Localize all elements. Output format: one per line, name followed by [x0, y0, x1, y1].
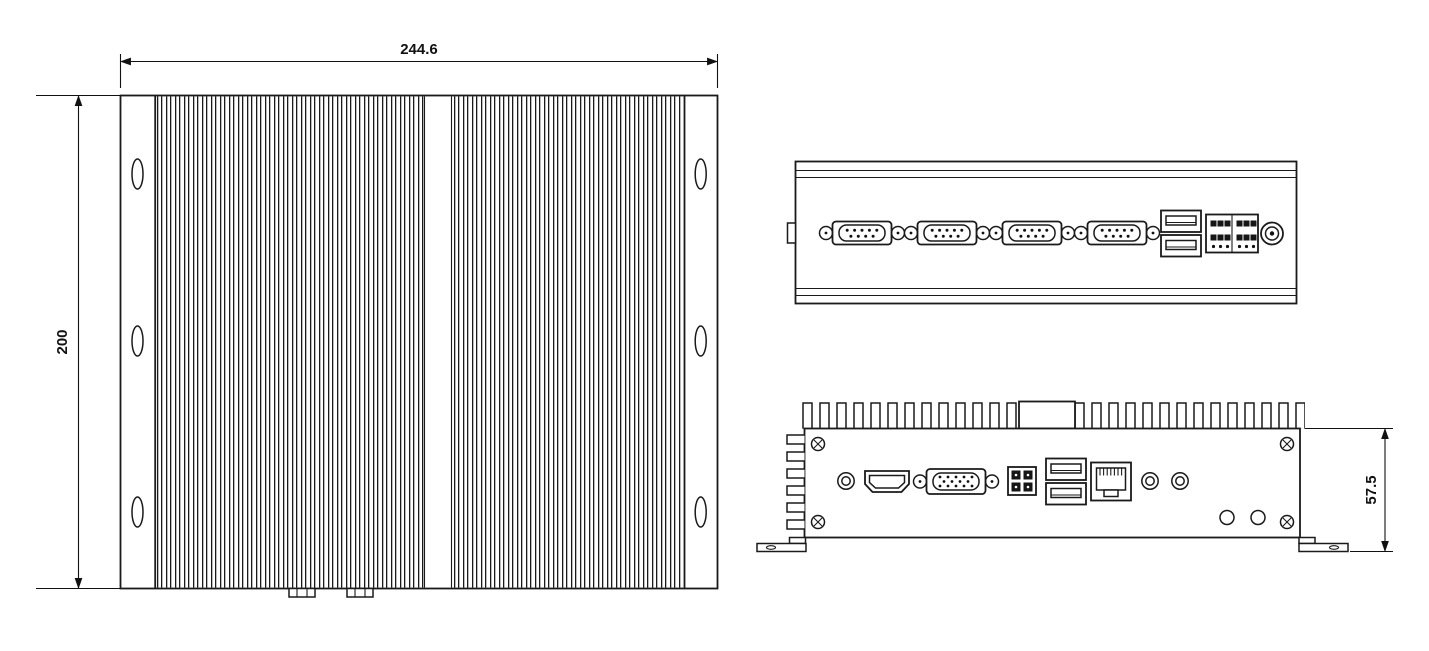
terminal-block [1205, 213, 1259, 254]
mounting-slot [694, 325, 707, 357]
mounting-slot [131, 325, 144, 357]
heatsink-fins-right-bank [452, 96, 683, 588]
dim-depth: 57.5 [1305, 427, 1393, 553]
side-tab [786, 222, 797, 244]
mounting-foot-left [756, 536, 807, 553]
hdmi-port [864, 470, 910, 493]
comb-center-tab [1018, 400, 1076, 430]
dim-depth-label: 57.5 [1363, 475, 1380, 504]
top-view: 244.6 200 [36, 41, 719, 598]
dc-power-jack [837, 472, 855, 490]
vga-port [912, 468, 1000, 495]
front-view [786, 160, 1298, 305]
dim-width: 244.6 [119, 41, 719, 88]
serial-port-com4 [1073, 220, 1161, 246]
audio-jack-1 [1141, 472, 1159, 490]
heatsink-comb-side [786, 432, 805, 535]
screw [810, 514, 826, 530]
serial-port-com1 [818, 220, 906, 246]
mounting-slot [131, 496, 144, 528]
mounting-slot [131, 158, 144, 190]
bottom-clip [288, 587, 316, 598]
serial-port-com2 [903, 220, 991, 246]
ethernet-port [1090, 461, 1132, 502]
mounting-slot [694, 158, 707, 190]
bottom-clip [346, 587, 374, 598]
dim-width-label: 244.6 [400, 41, 438, 58]
audio-jack-2 [1171, 472, 1189, 490]
power-connector [1260, 221, 1284, 246]
dio-terminal [1007, 466, 1037, 496]
screw [810, 436, 826, 452]
mounting-foot-right [1298, 536, 1349, 553]
dim-height: 200 [36, 94, 120, 590]
serial-port-com3 [988, 220, 1076, 246]
heatsink-fins-left-bank [156, 96, 424, 588]
antenna-hole-1 [1219, 509, 1235, 526]
mounting-slot [694, 496, 707, 528]
screw [1279, 514, 1295, 530]
dim-height-label: 200 [54, 329, 71, 354]
rear-view: 57.5 [756, 399, 1393, 553]
antenna-hole-2 [1250, 509, 1266, 526]
screw [1279, 436, 1295, 452]
